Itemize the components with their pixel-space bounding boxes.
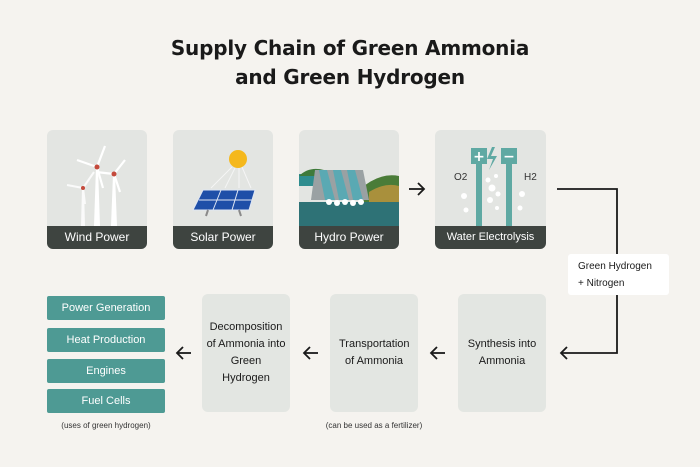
arrow-left-icon: [302, 346, 318, 360]
wind-power-label: Wind Power: [47, 226, 147, 249]
connector-label-line-2: + Nitrogen: [578, 278, 625, 289]
arrow-left-icon: [175, 346, 191, 360]
electrolysis-icon: + − O2 H2: [454, 147, 537, 226]
step-synthesis: Synthesis into Ammonia: [458, 294, 546, 412]
step-decomposition: Decomposition of Ammonia into Green Hydr…: [202, 294, 290, 412]
use-heat-production: Heat Production: [47, 328, 165, 352]
title-line-2: and Green Hydrogen: [235, 65, 465, 89]
use-fuel-cells: Fuel Cells: [47, 389, 165, 413]
step-decomposition-label: Decomposition of Ammonia into Green Hydr…: [206, 321, 286, 384]
connector-label: Green Hydrogen + Nitrogen: [568, 254, 669, 295]
hydro-dam-icon: [299, 168, 399, 226]
hydro-power-label: Hydro Power: [299, 226, 399, 249]
wind-power-card: Wind Power: [47, 130, 147, 249]
connector-label-line-1: Green Hydrogen: [578, 261, 652, 272]
page-title: Supply Chain of Green Ammonia and Green …: [0, 34, 700, 92]
step-synthesis-label: Synthesis into Ammonia: [467, 338, 537, 367]
svg-text:+: +: [473, 149, 485, 165]
fertilizer-note: (can be used as a fertilizer): [325, 421, 423, 430]
wind-turbine-icon: [66, 145, 126, 226]
step-transportation-label: Transportation of Ammonia: [339, 338, 410, 367]
o2-label: O2: [454, 172, 468, 183]
arrow-left-icon: [429, 346, 445, 360]
water-electrolysis-label: Water Electrolysis: [435, 226, 546, 249]
svg-text:−: −: [503, 149, 515, 165]
title-line-1: Supply Chain of Green Ammonia: [170, 36, 530, 60]
use-power-generation: Power Generation: [47, 296, 165, 320]
solar-panel-icon: [192, 150, 256, 217]
arrow-left-icon: [559, 346, 568, 360]
water-electrolysis-card: + − O2 H2 Water Electrolysis: [435, 130, 546, 249]
hydro-power-card: Hydro Power: [299, 130, 399, 249]
solar-power-card: Solar Power: [173, 130, 273, 249]
arrow-right-icon: [409, 182, 426, 196]
uses-note: (uses of green hydrogen): [61, 421, 151, 430]
use-engines: Engines: [47, 359, 165, 383]
solar-power-label: Solar Power: [173, 226, 273, 249]
h2-label: H2: [524, 172, 537, 183]
step-transportation: Transportation of Ammonia: [330, 294, 418, 412]
